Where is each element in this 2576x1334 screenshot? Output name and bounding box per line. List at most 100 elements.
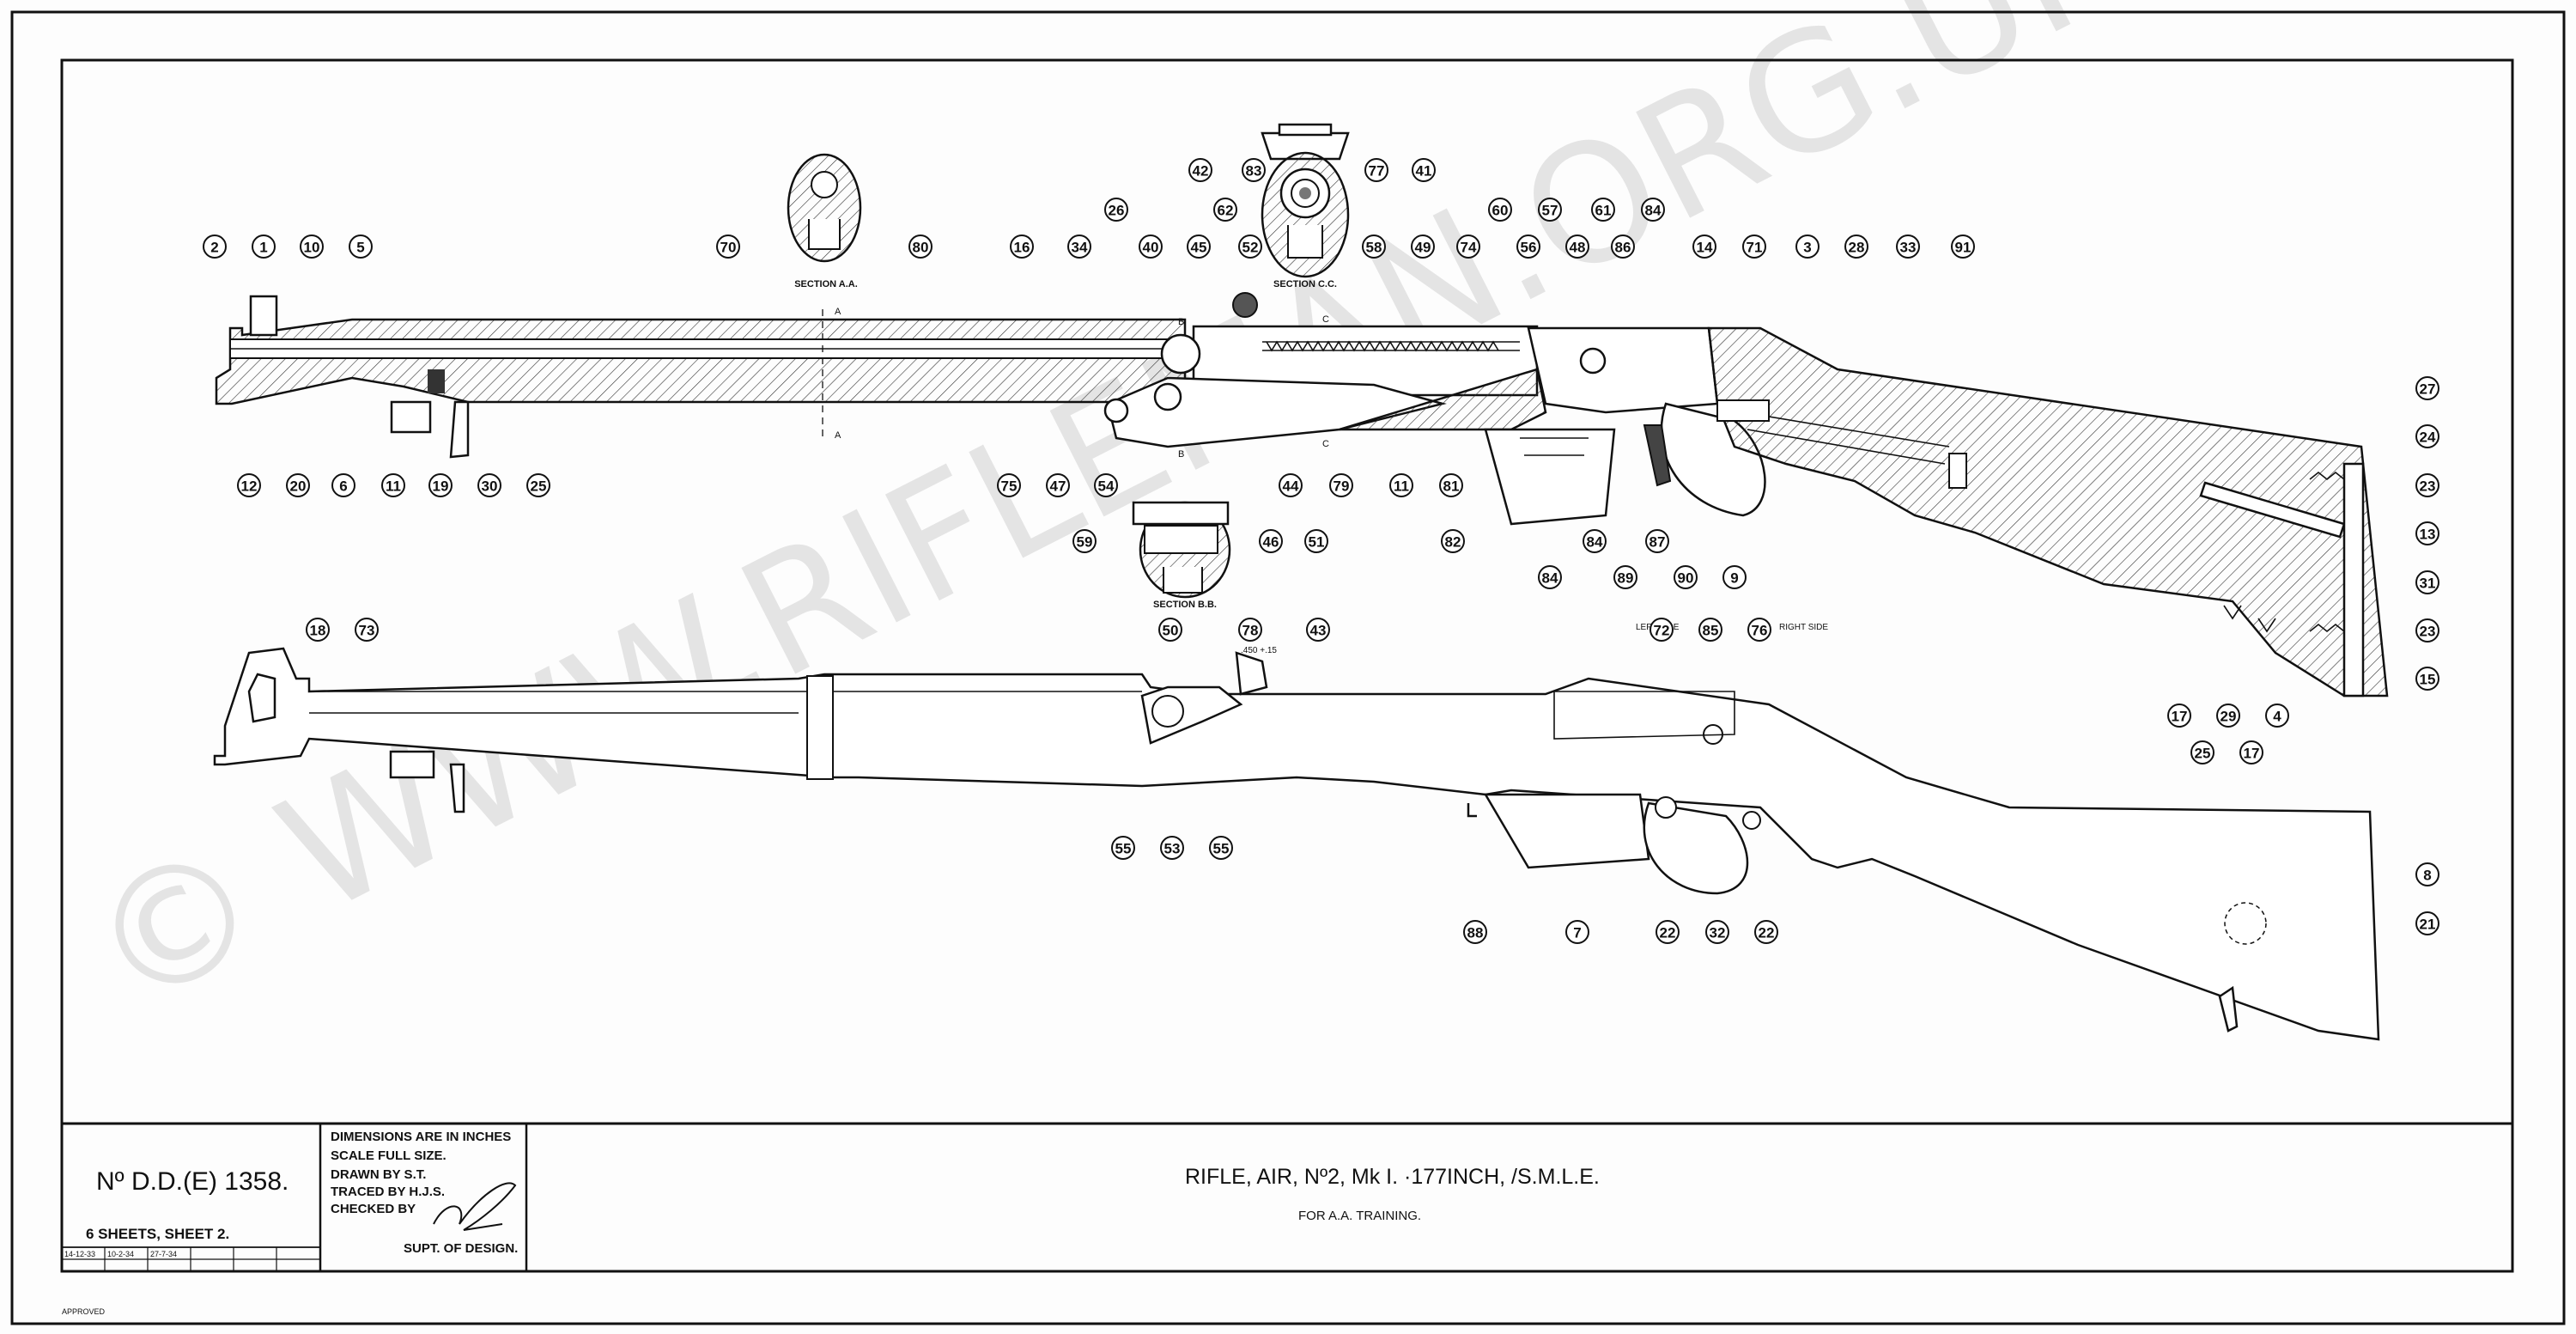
callout-bubble <box>1238 618 1262 642</box>
callout-bubble <box>355 618 379 642</box>
callout-number: 86 <box>1615 240 1631 256</box>
callout-number: 23 <box>2420 478 2436 495</box>
callout-number: 21 <box>2420 917 2436 933</box>
signature <box>433 1182 517 1231</box>
note-dimensions: DIMENSIONS ARE IN INCHES <box>331 1130 511 1144</box>
callout-number: 77 <box>1369 163 1385 180</box>
sear-pin <box>1579 347 1607 375</box>
callout-number: 32 <box>1710 925 1726 941</box>
callout-number: 83 <box>1246 163 1262 180</box>
rifle-silhouette <box>213 647 2380 1041</box>
spring-lines <box>1262 341 1520 351</box>
trigger-housing <box>1527 326 1719 414</box>
callout-bubble <box>1072 529 1097 553</box>
callout-bubble <box>2415 424 2439 448</box>
callout-number: 28 <box>1849 240 1865 256</box>
callout-bubble <box>2167 704 2191 728</box>
callout-number: 88 <box>1467 925 1484 941</box>
title-block: Nº D.D.(E) 1358. 6 SHEETS, SHEET 2. 14-1… <box>62 1122 2512 1316</box>
callout-bubble <box>2239 740 2263 764</box>
callout-number: 55 <box>1213 841 1230 857</box>
magazine <box>1484 428 1616 526</box>
callout-number: 46 <box>1263 534 1279 551</box>
callout-bubble <box>1754 920 1778 944</box>
callout-number: 89 <box>1618 570 1634 587</box>
date-1: 14-12-33 <box>64 1250 95 1258</box>
callout-number: 55 <box>1115 841 1132 857</box>
callout-number: 82 <box>1445 534 1461 551</box>
callout-bubble <box>1209 836 1233 860</box>
svg-text:.450 +.15: .450 +.15 <box>1241 646 1277 655</box>
date-2: 10-2-34 <box>107 1250 134 1258</box>
callout-bubble <box>1538 565 1562 589</box>
callout-bubble <box>1611 235 1635 259</box>
butt-stock-section <box>1707 326 2389 697</box>
callout-bubble <box>2415 570 2439 594</box>
callout-number: 34 <box>1072 240 1088 256</box>
callout-bubble <box>1362 235 1386 259</box>
callout-number: 47 <box>1050 478 1066 495</box>
fore-end-screw <box>428 369 445 393</box>
sling-swivel-hole <box>2224 902 2267 945</box>
callout-bubble <box>1747 618 1771 642</box>
note-drawn-by: DRAWN BY S.T. <box>331 1167 426 1182</box>
callout-number: 24 <box>2420 429 2436 446</box>
callout-bubble <box>1111 836 1135 860</box>
callout-number: 9 <box>1730 570 1738 587</box>
callout-number: 5 <box>356 240 364 256</box>
callout-bubble <box>1329 473 1353 497</box>
callout-number: 1 <box>259 240 267 256</box>
callout-bubble <box>1692 235 1716 259</box>
callout-bubble <box>1411 235 1435 259</box>
callout-bubble <box>1439 473 1463 497</box>
nose-cap-ext <box>389 750 435 779</box>
callout-number: 76 <box>1752 623 1768 639</box>
callout-bubble <box>1279 473 1303 497</box>
callout-number: 78 <box>1242 623 1259 639</box>
callout-bubble <box>1641 198 1665 222</box>
callout-bubble <box>1742 235 1766 259</box>
sectioned-rifle-view <box>215 292 2389 697</box>
callout-bubble <box>1259 529 1283 553</box>
callout-bubble <box>1722 565 1747 589</box>
callout-number: 42 <box>1193 163 1209 180</box>
callout-bubble <box>1516 235 1540 259</box>
trigger <box>1643 424 1672 487</box>
callout-bubble <box>306 618 330 642</box>
callout-bubble <box>908 235 933 259</box>
callout-bubble <box>1613 565 1637 589</box>
stock-wrist-forward <box>1339 368 1547 431</box>
svg-text:B: B <box>1178 317 1184 327</box>
note-checked-by: CHECKED BY <box>331 1202 416 1216</box>
callout-bubble <box>237 473 261 497</box>
barrel-band <box>806 675 834 780</box>
callout-bubble <box>2216 704 2240 728</box>
callout-number: 70 <box>720 240 737 256</box>
callout-number: 50 <box>1163 623 1179 639</box>
callout-number: 54 <box>1098 478 1115 495</box>
callout-bubble <box>1158 618 1182 642</box>
callout-bubble <box>1456 235 1480 259</box>
callout-bubble <box>1656 920 1680 944</box>
svg-text:C: C <box>1322 314 1329 325</box>
callout-bubble <box>477 473 501 497</box>
callout-number: 91 <box>1955 240 1971 256</box>
callout-bubble <box>331 473 355 497</box>
callout-bubble <box>1238 235 1262 259</box>
callout-bubble <box>1538 198 1562 222</box>
section-marks: A A B B C C <box>822 307 1329 460</box>
callout-number: 27 <box>2420 381 2436 398</box>
sight-leaf <box>1235 651 1268 696</box>
callout-number: 4 <box>2273 709 2281 725</box>
callout-number: 17 <box>2244 746 2260 762</box>
callout-bubble <box>1094 473 1118 497</box>
callout-bubble <box>2415 473 2439 497</box>
callout-number: 17 <box>2172 709 2188 725</box>
callout-number: 7 <box>1573 925 1581 941</box>
callout-bubble <box>1565 235 1589 259</box>
callout-number: 58 <box>1366 240 1382 256</box>
callout-bubble <box>1213 198 1237 222</box>
